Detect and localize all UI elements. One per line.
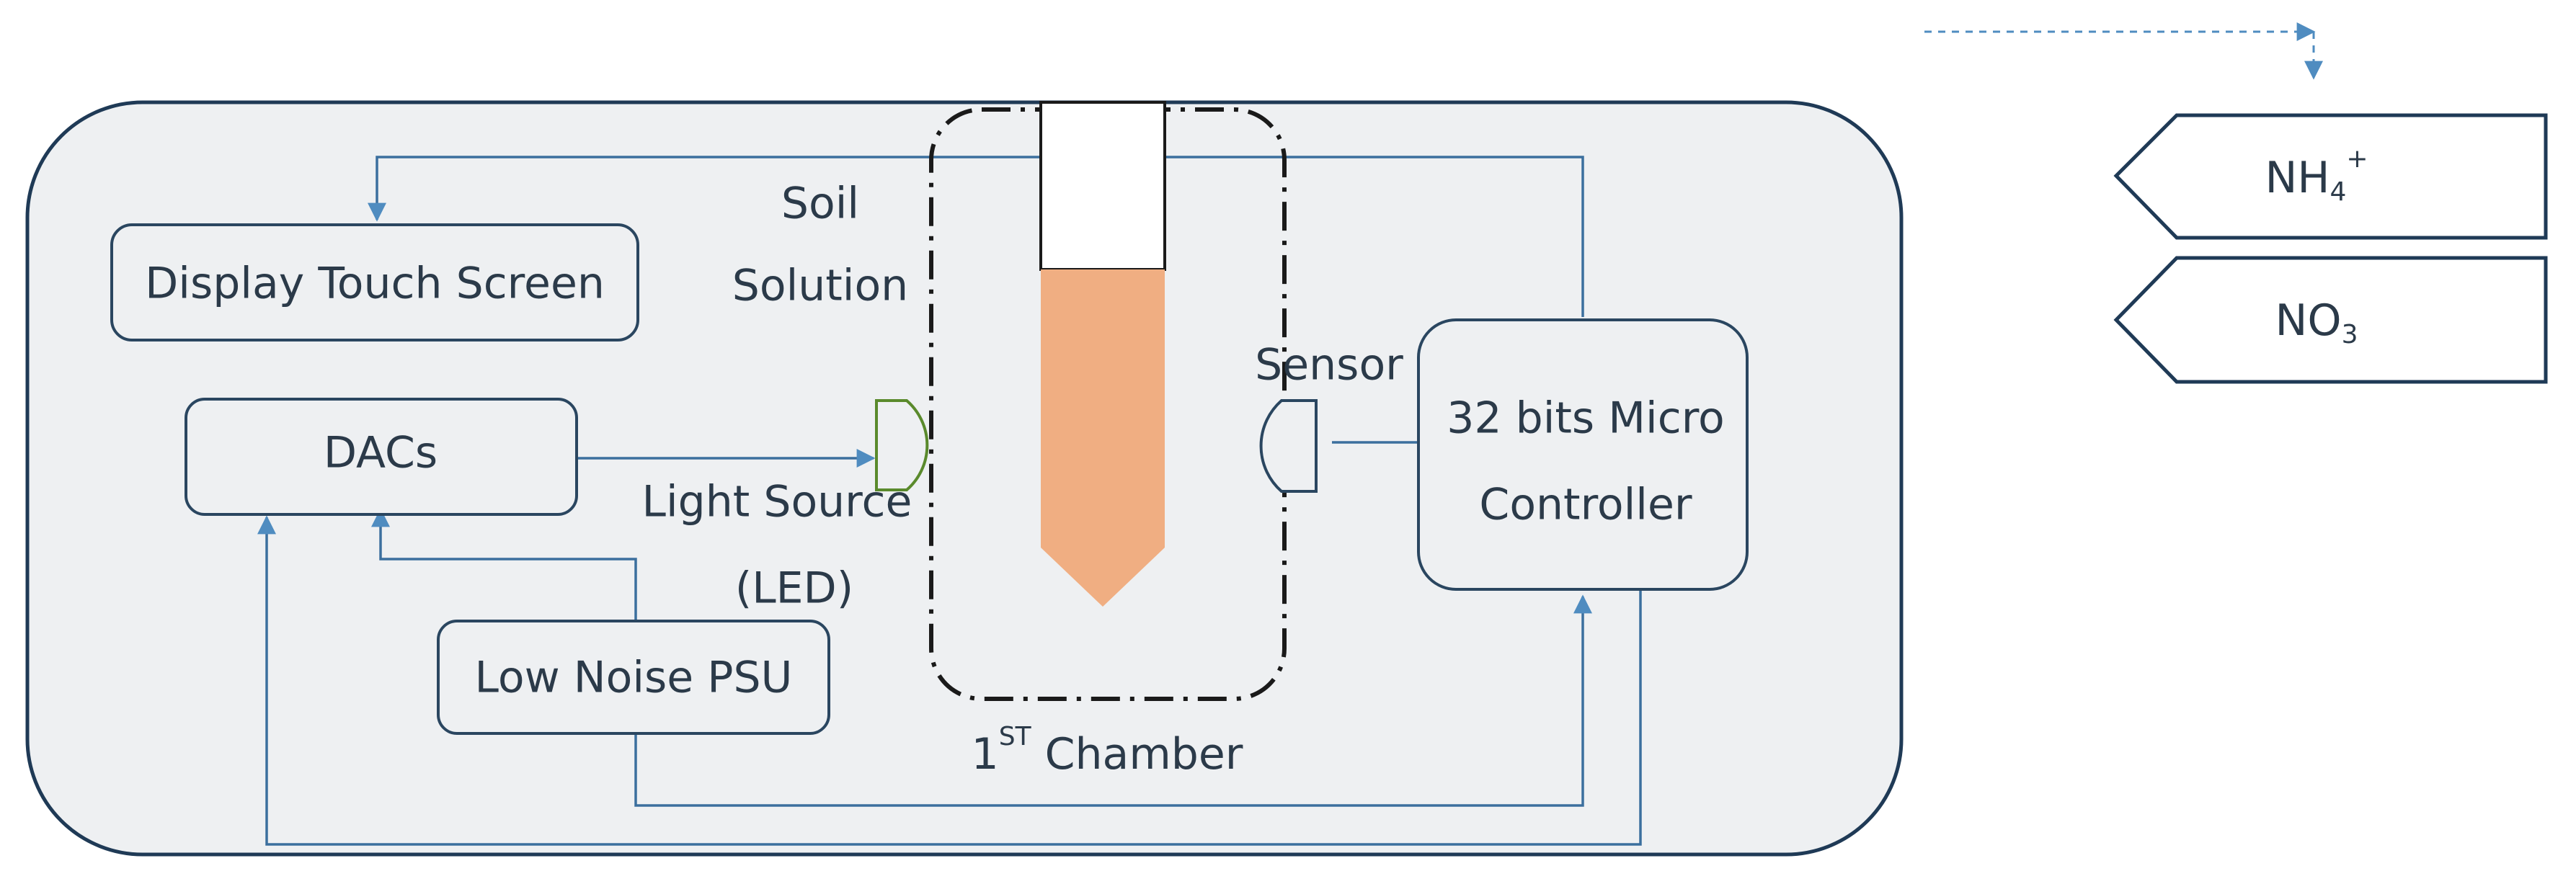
psu-to-mcu-line <box>634 594 1592 807</box>
soil-label: Soil <box>781 179 859 229</box>
no3-tag: NO3 <box>2113 256 2548 384</box>
chamber-label: 1ST Chamber <box>972 722 1243 780</box>
mcu-label-line1: 32 bits Micro <box>1447 393 1725 444</box>
dacs-label: DACs <box>324 428 438 478</box>
soil-solution-sample <box>1041 269 1165 607</box>
psu-label: Low Noise PSU <box>475 653 793 703</box>
first-chamber <box>929 101 1287 701</box>
sensor-label: Sensor <box>1255 340 1403 390</box>
mcu-to-dacs-line <box>257 515 1642 846</box>
microcontroller-box: 32 bits Micro Controller <box>1417 318 1749 591</box>
dacs-box: DACs <box>185 398 578 516</box>
led-label: (LED) <box>735 563 853 614</box>
connection-lines <box>257 22 2323 846</box>
no3-label: NO3 <box>2275 295 2358 349</box>
psu-to-dacs-line <box>371 508 637 621</box>
led-light-source-icon <box>875 399 929 491</box>
display-label: Display Touch Screen <box>145 259 605 309</box>
nh4-label: NH4+ <box>2265 144 2368 207</box>
test-tube <box>1039 101 1166 271</box>
sensor-icon <box>1259 399 1318 493</box>
mcu-to-display-line <box>368 156 1584 317</box>
display-touch-screen-box: Display Touch Screen <box>110 223 639 341</box>
mcu-label-line2: Controller <box>1479 480 1692 530</box>
low-noise-psu-box: Low Noise PSU <box>437 620 830 735</box>
nh4-tag: NH4+ <box>2113 113 2548 240</box>
solution-label: Solution <box>732 261 908 311</box>
light-source-label: Light Source <box>642 477 912 527</box>
